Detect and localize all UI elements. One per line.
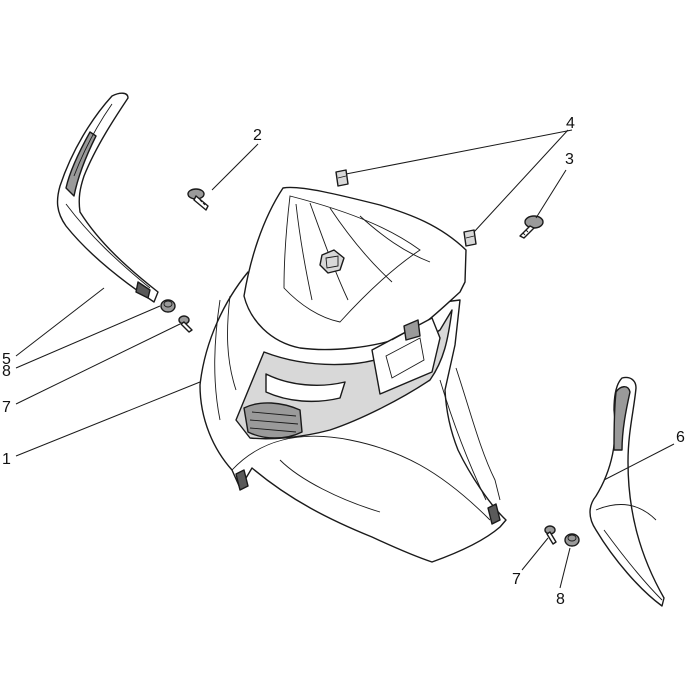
leader-lines (15, 129, 675, 589)
callout-5: 5 (2, 351, 11, 368)
callout-7-right: 7 (512, 571, 521, 588)
foot-tray (243, 402, 303, 439)
part-3-screw (519, 215, 544, 239)
callout-7-left: 7 (2, 399, 11, 416)
part-7-screw-left (178, 315, 193, 333)
part-7-screw-right (544, 525, 557, 545)
callout-8-left: 8 (2, 363, 11, 380)
part-4-clip-lower (463, 229, 477, 247)
part-1-front-shield (199, 186, 507, 563)
part-8-plug-left (160, 299, 176, 313)
callout-1: 1 (2, 451, 11, 468)
callout-2: 2 (253, 127, 262, 144)
callout-numbers: 2 4 3 5 8 7 1 6 7 8 (2, 115, 685, 608)
callout-3: 3 (565, 151, 574, 168)
part-8-plug-right (564, 533, 580, 547)
callout-4: 4 (566, 115, 575, 132)
part-5-left-trim (56, 92, 159, 303)
logo-badge (319, 249, 345, 274)
part-4-clip-upper (335, 169, 349, 187)
part-6-right-trim (589, 376, 665, 607)
callout-8-right: 8 (556, 591, 565, 608)
part-2-screw (187, 188, 209, 211)
callout-6: 6 (676, 429, 685, 446)
